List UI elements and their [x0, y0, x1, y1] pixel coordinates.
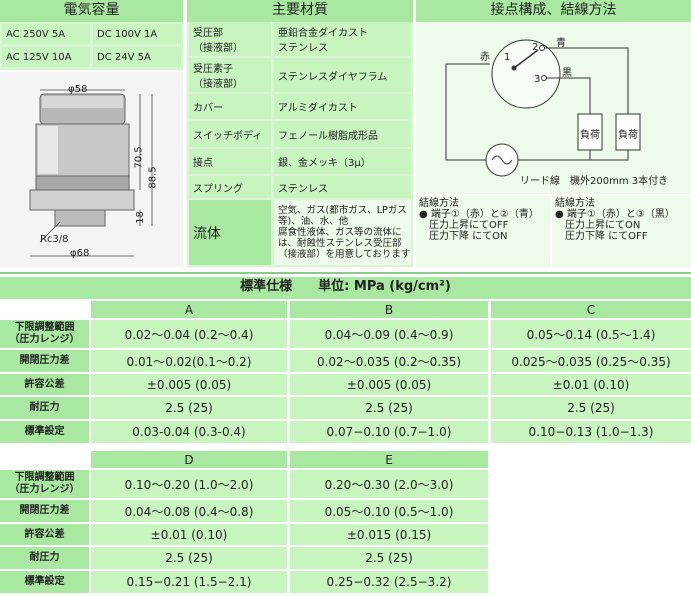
spec-row-label: 標準設定 — [0, 421, 89, 443]
spec-row-label: 許容公差 — [0, 524, 89, 545]
load-2: 負荷 — [618, 130, 638, 141]
spec-cell: 0.025〜0.035 (0.25〜0.35) — [491, 350, 691, 372]
spec-cell: 0.03-0.04 (0.3-0.4) — [91, 421, 287, 443]
material-label: 受圧部 （接液部） — [189, 22, 271, 56]
wiring-title: 結線方法 — [555, 198, 595, 209]
dim-top: φ58 — [68, 84, 88, 95]
dim-bottom: φ68 — [70, 248, 90, 259]
spec-cell: 0.04〜0.08 (0.4〜0.8) — [91, 500, 287, 522]
terminal-2: 2 — [532, 42, 539, 53]
spec-cell: 2.5 (25) — [91, 547, 287, 569]
spec-cell: 0.05〜0.14 (0.5〜1.4) — [491, 320, 691, 348]
spec-cell: 0.10−0.13 (1.0−1.3) — [491, 421, 691, 443]
spec-cell: ±0.005 (0.05) — [290, 374, 488, 395]
electric-ratings: AC 250V 5A DC 100V 1A AC 125V 10A DC 24V… — [0, 22, 183, 70]
spec-cell: 0.02〜0.04 (0.2〜0.4) — [91, 320, 287, 348]
spec-col-header: D — [91, 451, 287, 468]
load-1: 負荷 — [580, 130, 600, 141]
spec-row-label: 許容公差 — [0, 374, 89, 395]
material-label: カバー — [189, 94, 271, 119]
contact-diagram: 赤 青 黒 1 2 3 負荷 負荷 リード線 機外200mm 3本付き — [416, 22, 691, 194]
rating-cell: DC 24V 5A — [93, 47, 181, 67]
spec-cell: 0.07−0.10 (0.7−1.0) — [290, 421, 488, 443]
spec-row-label: 標準設定 — [0, 571, 89, 593]
wiring-line: 圧力上昇にてON — [555, 220, 641, 231]
spec-row-label: 開閉圧力差 — [0, 350, 89, 372]
spec-row-label: 下限調整範囲 （圧力レンジ） — [0, 320, 89, 348]
spec-row-label: 耐圧力 — [0, 397, 89, 419]
material-value: 銀、金メッキ（3μ） — [274, 149, 411, 174]
spec-cell: 2.5 (25) — [491, 397, 691, 419]
divider — [0, 272, 691, 274]
wiring-diagram-icon — [445, 39, 641, 177]
fluid-label: 流体 — [189, 200, 271, 265]
wiring-method-b: 結線方法 ● 端子①（赤）と③（黒） 圧力上昇にてON 圧力下降 にてOFF — [552, 196, 691, 268]
product-drawing: φ58 70.5 88.5 18 Rc3/8 φ68 — [0, 72, 183, 267]
spec-cell: 0.25−0.32 (2.5−3.2) — [290, 571, 488, 593]
spec-title: 標準仕様 単位: MPa (kg/cm²) — [0, 277, 691, 299]
spec-cell: ±0.015 (0.15) — [290, 524, 488, 545]
spec-cell: 0.04〜0.09 (0.4〜0.9) — [290, 320, 488, 348]
spec-cell: 2.5 (25) — [290, 397, 488, 419]
contacts-title: 接点構成、結線方法 — [416, 0, 691, 22]
wiring-line: 圧力下降 にてOFF — [555, 231, 648, 242]
wiring-line: ● 端子①（赤）と③（黒） — [555, 209, 675, 220]
spec-cell: 0.10〜0.20 (1.0〜2.0) — [91, 470, 287, 498]
electric-title: 電気容量 — [0, 0, 183, 22]
material-value: ステンレス — [274, 176, 411, 198]
spec-cell: 0.05〜0.10 (0.5〜1.0) — [290, 500, 488, 522]
wiring-line: 圧力上昇にてOFF — [419, 220, 509, 231]
spec-col-header: A — [91, 301, 287, 318]
rating-cell: AC 250V 5A — [2, 24, 90, 44]
spec-cell: 0.02〜0.035 (0.2〜0.35) — [290, 350, 488, 372]
rating-cell: AC 125V 10A — [2, 47, 90, 67]
material-value: フェノール樹脂成形品 — [274, 121, 411, 147]
dim-h2: 88.5 — [147, 166, 159, 189]
wiring-line: ● 端子①（赤）と②（青） — [419, 209, 539, 220]
spec-cell: 0.01〜0.02(0.1〜0.2) — [91, 350, 287, 372]
spec-col-header: B — [290, 301, 488, 318]
terminal-1: 1 — [504, 52, 511, 63]
dim-h3: 18 — [134, 211, 146, 224]
wiring-line: 圧力下降 にてON — [419, 231, 508, 242]
material-value: アルミダイカスト — [274, 94, 411, 119]
spec-row-label: 下限調整範囲 （圧力レンジ） — [0, 470, 89, 498]
dim-port: Rc3/8 — [40, 234, 69, 245]
dim-h1: 70.5 — [133, 146, 145, 169]
spec-cell: ±0.01 (0.10) — [491, 374, 691, 395]
material-label: 接点 — [189, 149, 271, 174]
terminal-3: 3 — [534, 74, 541, 85]
wiring-method-a: 結線方法 ● 端子①（赤）と②（青） 圧力上昇にてOFF 圧力下降 にてON — [416, 196, 550, 268]
label-red: 赤 — [480, 52, 490, 63]
spec-row-label: 耐圧力 — [0, 547, 89, 569]
lead-wire-note: リード線 機外200mm 3本付き — [520, 176, 669, 187]
spec-col-header: E — [290, 451, 488, 468]
material-label: スプリング — [189, 176, 271, 198]
spec-cell: 2.5 (25) — [91, 397, 287, 419]
rating-cell: DC 100V 1A — [93, 24, 181, 44]
material-value: 亜鉛合金ダイカスト ステンレス — [274, 22, 411, 56]
spec-col-header: C — [491, 301, 691, 318]
spec-cell: 0.15−0.21 (1.5−2.1) — [91, 571, 287, 593]
label-black: 黒 — [562, 68, 572, 79]
spec-row-label: 開閉圧力差 — [0, 500, 89, 522]
spec-cell: ±0.005 (0.05) — [91, 374, 287, 395]
materials-title: 主要材質 — [187, 0, 413, 22]
material-value: ステンレスダイヤフラム — [274, 58, 411, 92]
spec-cell: 0.20〜0.30 (2.0〜3.0) — [290, 470, 488, 498]
material-label: スイッチボディ — [189, 121, 271, 147]
spec-cell: ±0.01 (0.10) — [91, 524, 287, 545]
label-blue: 青 — [556, 38, 566, 49]
material-label: 受圧素子 （接液部） — [189, 58, 271, 92]
materials-table: 受圧部 （接液部） 亜鉛合金ダイカスト ステンレス 受圧素子 （接液部） ステン… — [187, 22, 413, 267]
wiring-title: 結線方法 — [419, 198, 459, 209]
fluid-value: 空気、ガス(都市ガス、LPガス等)、油、水、他 腐食性液体、ガス等の流体には、耐… — [274, 200, 411, 265]
switch-drawing-icon — [29, 89, 153, 257]
spec-cell: 2.5 (25) — [290, 547, 488, 569]
